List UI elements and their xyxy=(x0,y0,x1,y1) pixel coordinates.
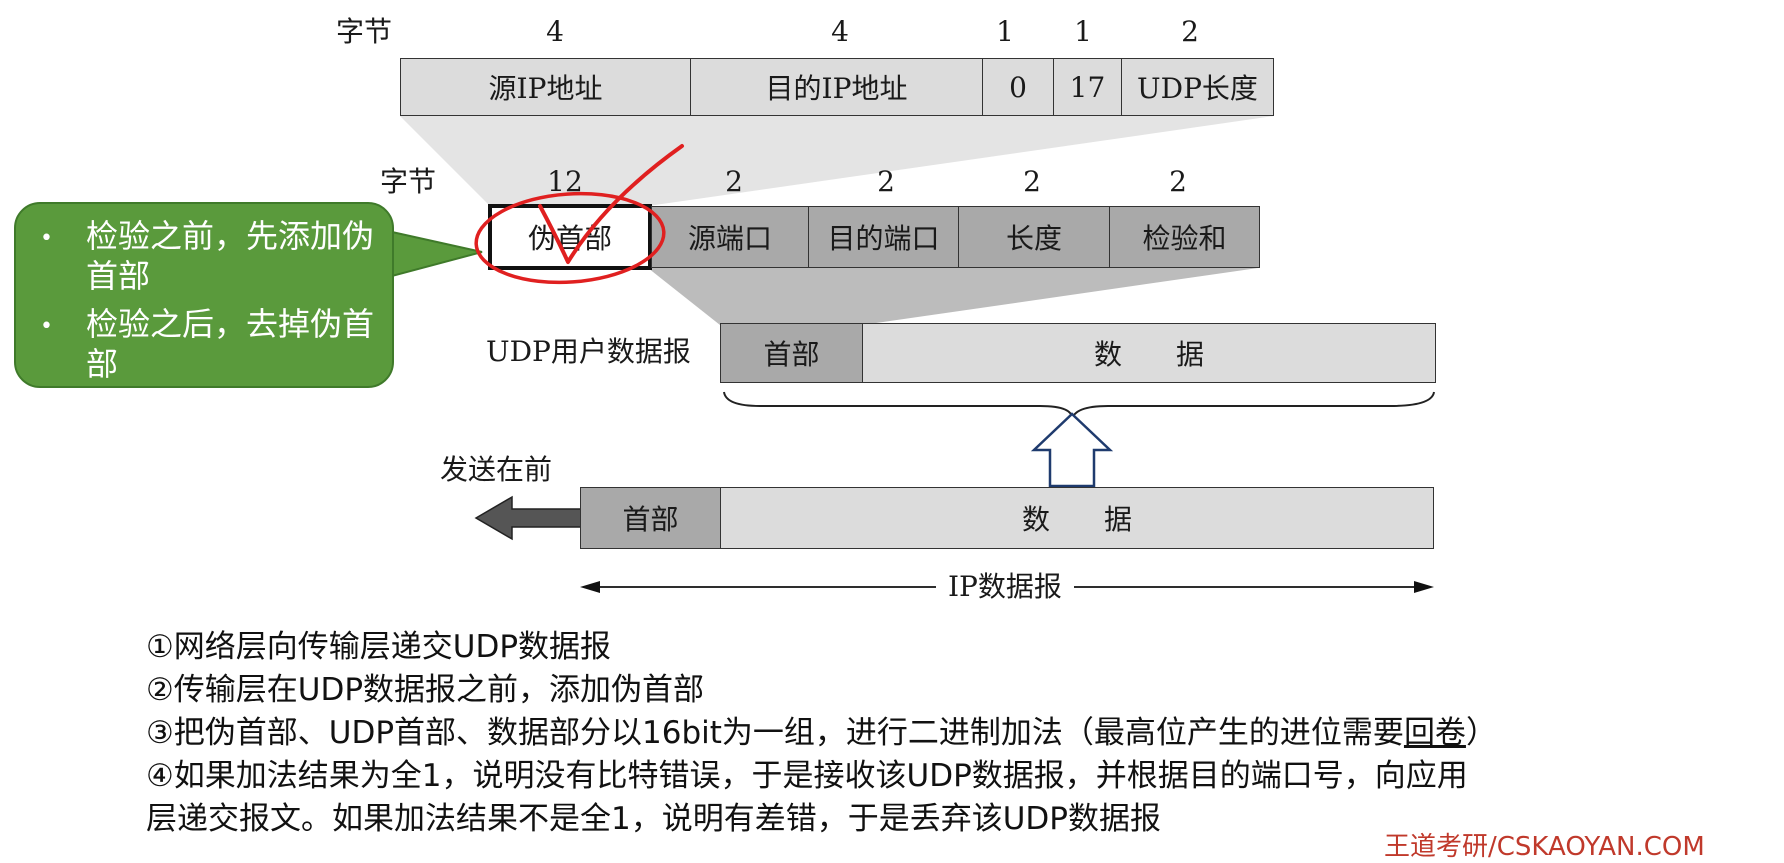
ip-byte-label: 字节 xyxy=(336,15,393,48)
ip-byte-count: 1 xyxy=(996,15,1014,48)
step-note: ①网络层向传输层递交UDP数据报 xyxy=(146,629,612,665)
step-text: ） xyxy=(1465,715,1497,751)
data-char: 据 xyxy=(1104,503,1133,536)
ip-byte-count: 1 xyxy=(1074,15,1092,48)
ip-byte-count: 4 xyxy=(831,15,849,48)
udp-byte-count: 12 xyxy=(547,165,583,198)
highlight-circle xyxy=(474,191,666,285)
expand-funnel-top xyxy=(400,116,1274,206)
udp-byte-count: 2 xyxy=(725,165,743,198)
check-mark-icon xyxy=(538,144,684,264)
udp-field-pseudo-header: 伪首部 xyxy=(488,204,652,270)
udp-field-dest-port: 目的端口 xyxy=(808,206,959,268)
ip-field-udp-length: UDP长度 xyxy=(1121,58,1274,116)
callout-box: • 检验之前，先添加伪首部 • 检验之后，去掉伪首部 xyxy=(14,202,394,388)
step-note: ④如果加法结果为全1，说明没有比特错误，于是接收该UDP数据报，并根据目的端口号… xyxy=(146,758,1468,794)
udp-byte-count: 2 xyxy=(1023,165,1041,198)
red-annotation xyxy=(474,144,684,285)
ip-datagram-label: IP数据报 xyxy=(944,573,1066,601)
ip-field-dest-ip: 目的IP地址 xyxy=(690,58,983,116)
udp-byte-count: 2 xyxy=(877,165,895,198)
udp-datagram-label: UDP用户数据报 xyxy=(486,335,691,368)
bullet-dot: • xyxy=(40,226,53,251)
step-underlined-term: 回卷 xyxy=(1403,715,1466,751)
udp-byte-label: 字节 xyxy=(380,165,437,198)
data-char: 数 xyxy=(1021,503,1050,536)
expand-funnel-middle xyxy=(648,268,1258,325)
send-first-label: 发送在前 xyxy=(440,453,553,486)
callout-item: 检验之后，去掉伪首部 xyxy=(86,305,375,383)
udp-byte-count: 2 xyxy=(1169,165,1187,198)
step-note: ②传输层在UDP数据报之前，添加伪首部 xyxy=(146,672,705,708)
udp-field-length: 长度 xyxy=(958,206,1110,268)
ip-datagram-data: 数 据 xyxy=(720,487,1434,549)
ip-field-source-ip: 源IP地址 xyxy=(400,58,691,116)
ip-field-zero: 0 xyxy=(982,58,1054,116)
udp-field-source-port: 源端口 xyxy=(651,206,809,268)
diagram-shapes xyxy=(400,116,1435,593)
data-char: 数 xyxy=(1093,338,1122,371)
double-arrow-icon xyxy=(580,581,600,593)
udp-field-checksum: 检验和 xyxy=(1109,206,1260,268)
callout-item: 检验之前，先添加伪首部 xyxy=(86,217,375,295)
udp-datagram-header: 首部 xyxy=(720,323,863,383)
bullet-dot: • xyxy=(40,314,53,339)
ip-field-protocol: 17 xyxy=(1053,58,1122,116)
watermark: 王道考研/CSKAOYAN.COM xyxy=(1384,832,1705,862)
udp-datagram-data: 数 据 xyxy=(862,323,1436,383)
step-note: ③把伪首部、UDP首部、数据部分以16bit为一组，进行二进制加法（最高位产生的… xyxy=(146,718,1497,749)
data-char: 据 xyxy=(1176,338,1205,371)
step-text: ③把伪首部、UDP首部、数据部分以16bit为一组，进行二进制加法（最高位产生的… xyxy=(146,715,1404,751)
ip-byte-count: 4 xyxy=(546,15,564,48)
ip-byte-count: 2 xyxy=(1181,15,1199,48)
step-note: 层递交报文。如果加法结果不是全1，说明有差错，于是丢弃该UDP数据报 xyxy=(146,801,1161,837)
ip-datagram-header: 首部 xyxy=(580,487,721,549)
up-hollow-arrow-icon xyxy=(1030,412,1114,488)
